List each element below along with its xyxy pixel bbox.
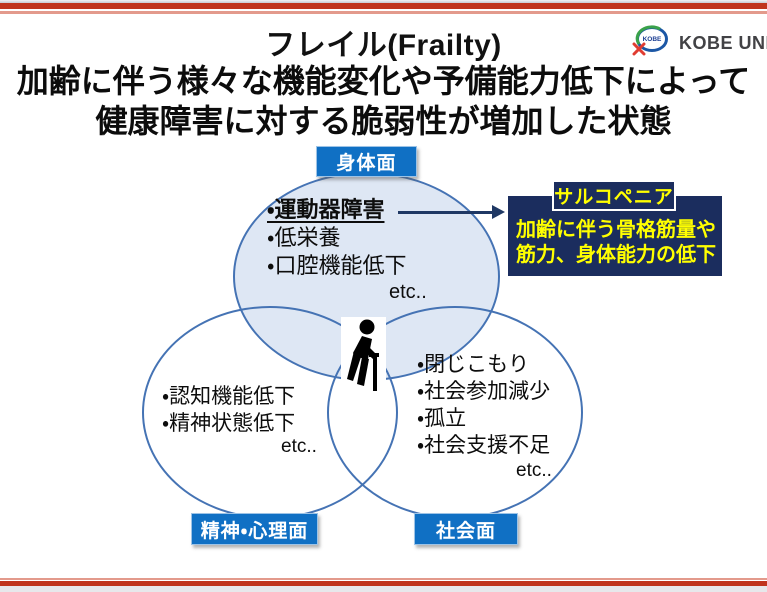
arrow-head-icon: [492, 205, 505, 219]
physical-item-list: ・運動器障害 ・低栄養 ・口腔機能低下: [267, 196, 406, 280]
slide-subtitle-line2: 健康障害に対する脆弱性が増加した状態: [95, 103, 672, 139]
sarcopenia-description-box: 加齢に伴う骨格筋量や 筋力、身体能力の低下: [508, 196, 722, 276]
label-social: 社会面: [414, 513, 518, 545]
bottom-border-red-line: [0, 581, 767, 586]
sarcopenia-title-box: サルコペニア: [552, 180, 676, 211]
slide-subtitle-line1: 加齢に伴う様々な機能変化や予備能力低下によって: [16, 63, 751, 99]
svg-text:KOBE: KOBE: [643, 36, 662, 43]
label-physical: 身体面: [316, 146, 417, 177]
social-item-reduced-participation: ・社会参加減少: [417, 380, 551, 403]
physical-item-oral-decline: ・口腔機能低下: [267, 253, 407, 278]
kobe-university-logo: KOBE KOBE UNIVERSITY: [630, 24, 767, 63]
mental-item-list: ・認知機能低下 ・精神状態低下: [162, 383, 295, 437]
social-etc: etc..: [516, 460, 552, 481]
slide-title: フレイル(Frailty): [265, 29, 502, 62]
physical-etc: etc..: [389, 281, 427, 303]
university-emblem-icon: KOBE: [630, 24, 670, 63]
label-mental: 精神・心理面: [191, 513, 318, 545]
top-border-red-line: [0, 3, 767, 9]
arrow-shaft: [398, 211, 494, 214]
arrow-to-sarcopenia: [398, 205, 508, 219]
sarcopenia-description-line2: 筋力、身体能力の低下: [516, 244, 716, 266]
bottom-border-red-accent-line: [0, 578, 767, 580]
bottom-border-gray-strip: [0, 586, 767, 592]
university-logo-text: KOBE UNIVERSITY: [679, 33, 767, 53]
sarcopenia-description-line1: 加齢に伴う骨格筋量や: [516, 219, 716, 241]
physical-item-motor-disorder: ・運動器障害: [267, 197, 385, 222]
elderly-person-with-cane-icon: [341, 317, 386, 397]
top-border-red-accent-line: [0, 11, 767, 14]
mental-etc: etc..: [281, 436, 317, 457]
social-item-list: ・閉じこもり ・社会参加減少 ・孤立 ・社会支援不足: [417, 351, 550, 459]
social-item-withdrawal: ・閉じこもり: [417, 353, 530, 376]
social-item-lack-of-support: ・社会支援不足: [417, 434, 551, 457]
physical-item-malnutrition: ・低栄養: [267, 225, 341, 250]
top-border-gray-strip: [0, 0, 767, 3]
mental-item-cognitive-decline: ・認知機能低下: [162, 385, 296, 408]
mental-item-mental-state-decline: ・精神状態低下: [162, 412, 296, 435]
social-item-isolation: ・孤立: [417, 407, 467, 430]
